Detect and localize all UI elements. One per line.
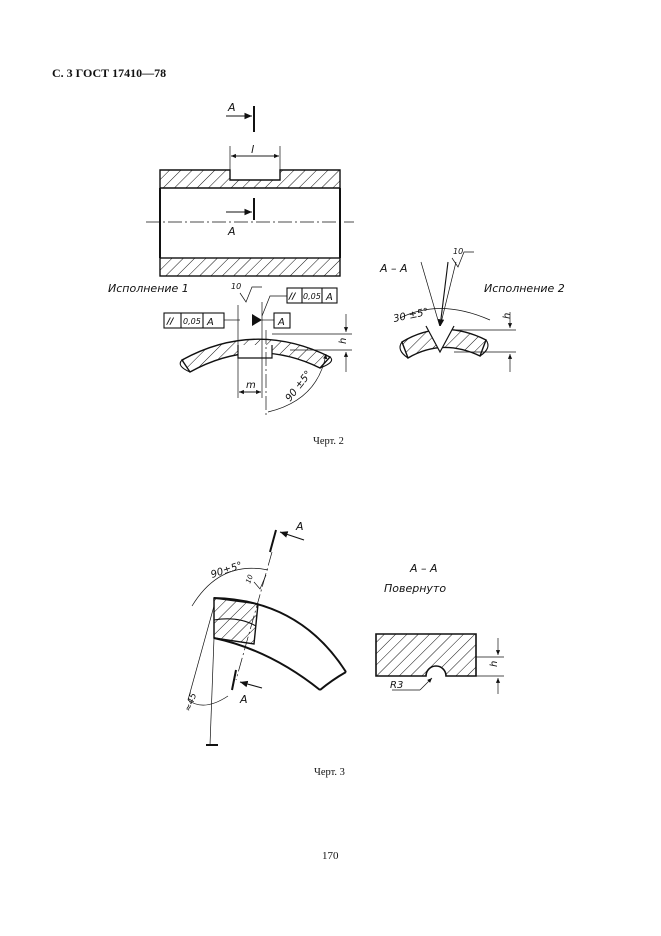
page-number: 170 [322,850,339,862]
dim-h-1: h [338,338,349,344]
roughness-label-2: 10 [453,247,463,256]
figure2-pipe-view: A l A [146,101,354,277]
angle-variant2: 30 ±5° [392,307,429,325]
section-label-fig3: A – A [409,562,438,575]
roughness-label-3: 10 [244,573,255,585]
angle-top-fig3: 90±5° [210,560,244,580]
tolerance-symbol-1: // [288,292,296,302]
page-header: С. 3 ГОСТ 17410—78 [52,66,167,80]
roughness-label-1: 10 [231,282,241,291]
tolerance-value-1: 0,05 [303,292,321,301]
figure2-caption: Черт. 2 [313,436,344,447]
section-mark-mid: A [227,225,236,238]
tolerance-value-2: 0,05 [183,317,201,326]
figure2-variant2: A – A Исполнение 2 10 30 ±5° h [379,247,565,372]
datum-box-1: A [277,317,285,328]
variant1-label: Исполнение 1 [108,282,189,295]
tolerance-datum-2: A [206,317,214,328]
figure3-section: A – A Повернуто R3 h [375,562,504,694]
tolerance-symbol-2: // [166,317,174,327]
section-mark-fig3-top: A [295,520,304,533]
angle-bottom-fig3: ≈45 [183,692,199,714]
dim-h-2: h [502,313,513,319]
section-label-fig2: A – A [379,262,408,275]
radius-label: R3 [390,680,403,691]
figure2-variant1: Исполнение 1 10 // 0,05 A // 0,05 A A [108,282,352,418]
dim-m: m [246,380,256,391]
section-mark-fig3-bottom: A [239,693,248,706]
dim-l: l [251,143,254,156]
figure3-caption: Черт. 3 [314,767,345,778]
rotated-label: Повернуто [384,582,446,595]
section-mark-top: A [227,101,236,114]
figure3-curved-view: A 90±5° 10 ≈45 A [183,520,347,746]
dim-h-fig3: h [489,661,500,667]
tolerance-datum-1: A [325,292,333,303]
variant2-label: Исполнение 2 [484,282,565,295]
